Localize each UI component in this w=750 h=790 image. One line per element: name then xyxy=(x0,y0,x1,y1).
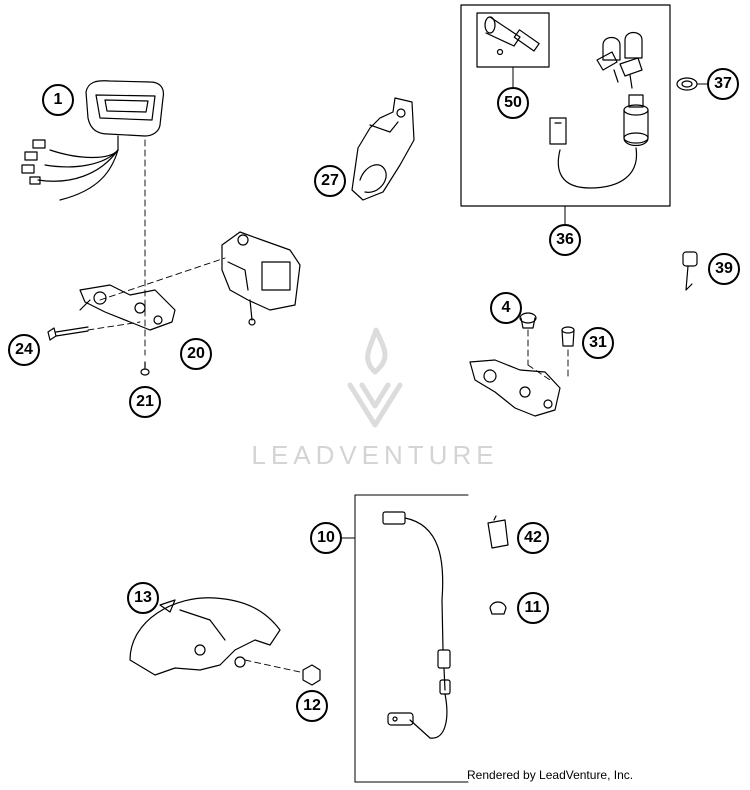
ring-nut-part xyxy=(676,77,698,91)
lock-cylinder-frame xyxy=(476,12,550,68)
callout-42[interactable]: 42 xyxy=(517,522,549,554)
grommet-part xyxy=(561,326,575,347)
callout-27[interactable]: 27 xyxy=(314,165,346,197)
nut-part xyxy=(302,664,321,686)
callout-24[interactable]: 24 xyxy=(8,334,40,366)
bolt-part xyxy=(47,326,89,341)
callout-37[interactable]: 37 xyxy=(707,68,739,100)
watermark-text: LEADVENTURE xyxy=(251,440,499,470)
callout-39[interactable]: 39 xyxy=(708,253,740,285)
callout-12[interactable]: 12 xyxy=(296,690,328,722)
disc-guard-part xyxy=(129,597,281,676)
holder-bracket-part xyxy=(221,231,301,326)
callout-20[interactable]: 20 xyxy=(180,338,212,370)
callout-36[interactable]: 36 xyxy=(549,224,581,256)
callout-11[interactable]: 11 xyxy=(517,592,549,624)
callout-31[interactable]: 31 xyxy=(582,327,614,359)
mounting-plate-part xyxy=(79,284,176,331)
screw-part xyxy=(140,368,150,376)
callout-50[interactable]: 50 xyxy=(497,87,529,119)
render-credit: Rendered by LeadVenture, Inc. xyxy=(467,768,634,782)
callout-13[interactable]: 13 xyxy=(127,582,159,614)
clip-part xyxy=(487,515,509,549)
leadventure-flame-logo xyxy=(347,327,403,428)
lock-cylinder-part xyxy=(484,16,540,56)
rubber-plug-part xyxy=(519,312,537,329)
ignition-keys-part xyxy=(596,31,643,89)
right-mounting-plate-part xyxy=(469,359,561,417)
callout-4[interactable]: 4 xyxy=(490,292,522,324)
key-blank-part xyxy=(682,251,698,291)
mounting-bracket-part xyxy=(351,97,415,201)
instrument-cluster-part xyxy=(21,80,165,201)
cable-clip-part xyxy=(489,601,507,615)
ignition-switch-part xyxy=(549,94,649,189)
callout-10[interactable]: 10 xyxy=(310,522,342,554)
speed-sensor-part xyxy=(382,511,451,739)
callout-21[interactable]: 21 xyxy=(129,386,161,418)
callout-1[interactable]: 1 xyxy=(42,84,74,116)
